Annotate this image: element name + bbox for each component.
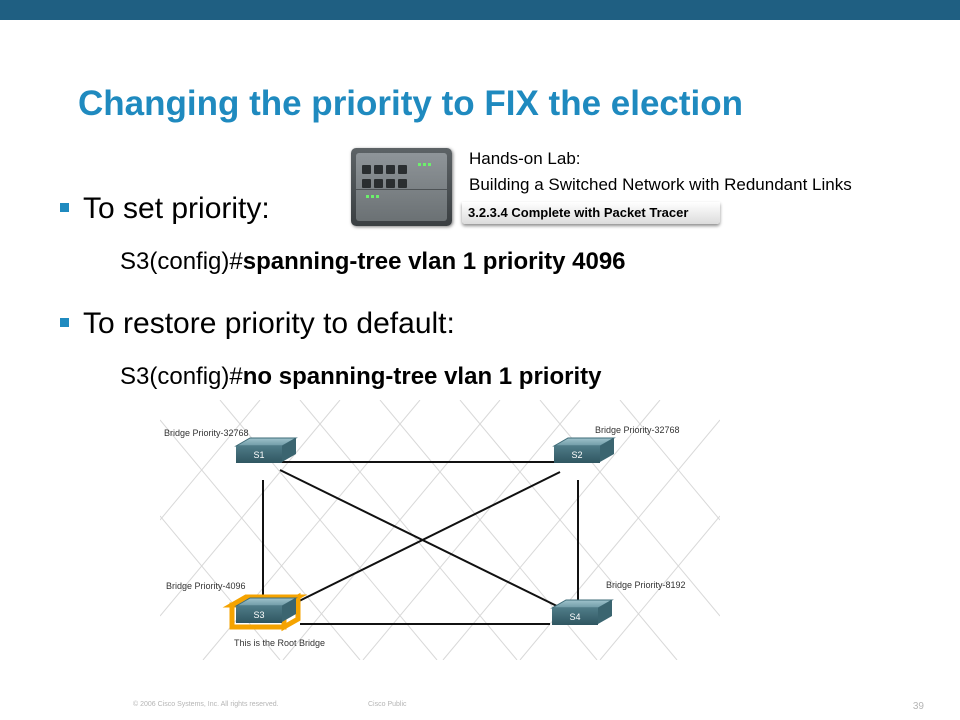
command-prefix: S3(config)# (120, 248, 243, 275)
switch-label-s3: S3 (253, 610, 264, 620)
priority-label-s3: Bridge Priority-4096 (166, 581, 246, 591)
bullet-set-priority: To set priority: (60, 192, 270, 226)
slide-title: Changing the priority to FIX the electio… (78, 84, 744, 123)
bullet-text: To set priority: (83, 192, 270, 225)
lab-heading: Hands-on Lab: (469, 149, 581, 168)
switch-label-s1: S1 (253, 450, 264, 460)
lab-info: Hands-on Lab: Building a Switched Networ… (469, 146, 852, 198)
lab-subtitle: Building a Switched Network with Redunda… (469, 175, 852, 194)
switch-s2 (552, 437, 616, 463)
network-links (260, 461, 579, 625)
square-bullet-icon (60, 317, 69, 327)
priority-label-s4: Bridge Priority-8192 (606, 580, 686, 590)
switch-label-s4: S4 (569, 612, 580, 622)
bullet-restore-priority: To restore priority to default: (60, 307, 455, 341)
priority-label-s2: Bridge Priority-32768 (595, 425, 680, 435)
square-bullet-icon (60, 202, 69, 212)
command-bold: spanning-tree vlan 1 priority 4096 (242, 248, 626, 275)
priority-label-s1: Bridge Priority-32768 (164, 428, 249, 438)
packet-tracer-link[interactable]: 3.2.3.4 Complete with Packet Tracer (462, 202, 720, 224)
link-s2-s3 (284, 471, 561, 609)
switch-lab-icon (351, 148, 452, 226)
command-restore-priority: S3(config)#no spanning-tree vlan 1 prior… (120, 363, 601, 391)
switch-label-s2: S2 (571, 450, 582, 460)
footer-copyright: © 2006 Cisco Systems, Inc. All rights re… (133, 701, 279, 708)
footer-classification: Cisco Public (368, 701, 407, 708)
bullet-text: To restore priority to default: (83, 307, 455, 340)
stp-topology-diagram: S1 Bridge Priority-32768 S2 Bridge Prior… (160, 400, 720, 660)
page-number: 39 (912, 701, 924, 712)
root-bridge-note: This is the Root Bridge (234, 638, 325, 648)
switch-s3-root (222, 592, 308, 632)
top-banner (0, 0, 960, 20)
command-prefix: S3(config)# (120, 363, 243, 390)
switch-s4 (550, 599, 614, 625)
switch-s1 (234, 437, 298, 463)
command-set-priority: S3(config)#spanning-tree vlan 1 priority… (120, 248, 626, 276)
command-bold: no spanning-tree vlan 1 priority (242, 363, 602, 390)
